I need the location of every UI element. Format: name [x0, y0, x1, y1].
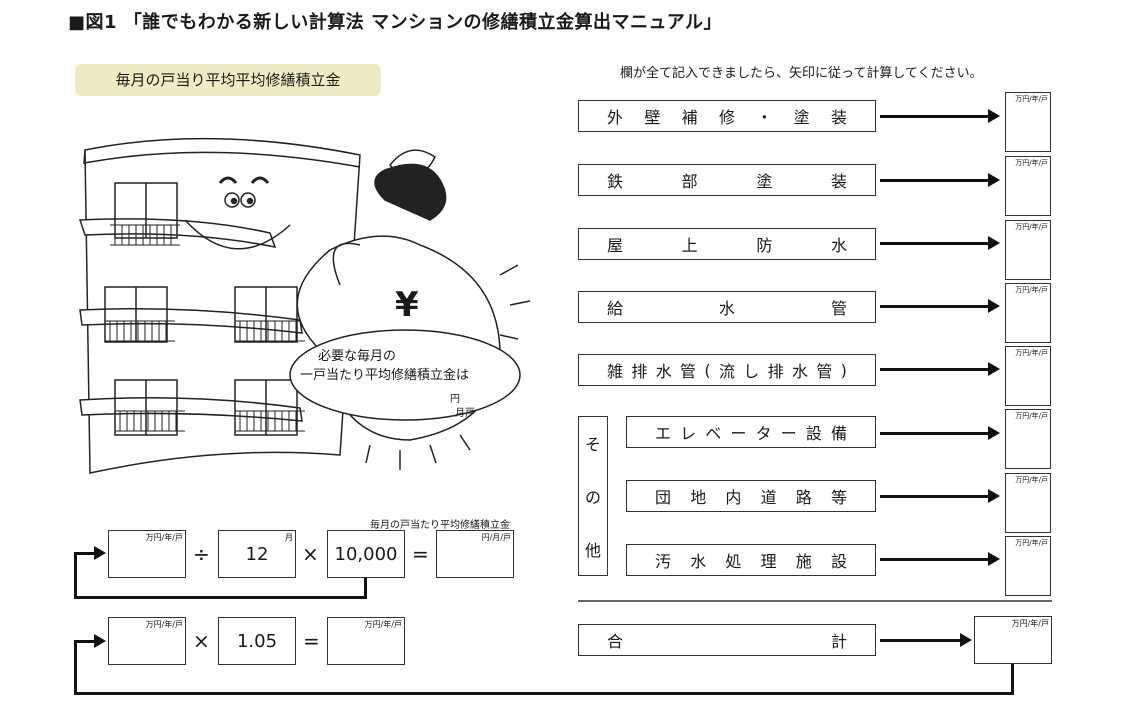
bubble-line-1: 必要な毎月の	[318, 349, 397, 364]
bubble-line-2: 一戸当たり平均修繕積立金は	[300, 368, 470, 383]
monthly-result-box[interactable]: 円/月/戸	[436, 530, 514, 578]
arrow-1	[880, 109, 1000, 123]
arrow-7	[880, 489, 1000, 503]
result-box-elevator[interactable]: 万円/年/戸	[1005, 409, 1051, 469]
result-box-sewage[interactable]: 万円/年/戸	[1005, 536, 1051, 596]
item-roof-waterproofing: 屋上防水	[578, 228, 876, 260]
flow-line-a	[364, 578, 367, 598]
divider	[578, 600, 1052, 602]
bubble-unit-top: 円	[450, 394, 460, 405]
other-group-label: その他	[578, 416, 608, 576]
arrow-3	[880, 236, 1000, 250]
building-illustration	[78, 137, 530, 474]
section-subtitle: 毎月の戸当り平均平均修繕積立金	[75, 64, 381, 96]
equals-operator-2: =	[303, 629, 320, 653]
result-box-water-supply[interactable]: 万円/年/戸	[1005, 283, 1051, 343]
instruction-text: 欄が全て記入できましたら、矢印に従って計算してください。	[620, 66, 983, 81]
arrow-total	[880, 633, 972, 647]
bubble-unit-bottom: 月戸	[455, 408, 475, 419]
flow-line-e	[74, 692, 1014, 695]
flow-line-f	[74, 640, 77, 695]
divide-operator: ÷	[193, 542, 210, 566]
item-sewage-facility: 汚水処理施設	[626, 544, 876, 576]
flow-arrow-row1	[74, 546, 106, 560]
item-steel-painting: 鉄部塗装	[578, 164, 876, 196]
result-box-steel-painting[interactable]: 万円/年/戸	[1005, 156, 1051, 216]
figure-title: ■図1 「誰でもわかる新しい計算法 マンションの修繕積立金算出マニュアル」	[68, 12, 723, 33]
result-box-total[interactable]: 万円/年/戸	[974, 616, 1052, 664]
result-box-exterior-wall[interactable]: 万円/年/戸	[1005, 92, 1051, 152]
equals-operator: =	[412, 542, 429, 566]
item-water-supply: 給水管	[578, 291, 876, 323]
monthly-result-label: 毎月の戸当たり平均修繕積立金	[370, 520, 510, 531]
yen-symbol: ¥	[395, 285, 419, 325]
flow-line-b	[74, 596, 367, 599]
multiplier-box: 10,000	[327, 530, 405, 578]
flow-line-d	[1011, 664, 1014, 694]
item-exterior-wall: 外壁補修・塗装	[578, 100, 876, 132]
flow-arrow-row2	[74, 634, 106, 648]
item-total: 合計	[578, 624, 876, 656]
arrow-8	[880, 552, 1000, 566]
arrow-4	[880, 299, 1000, 313]
multiply-operator: ×	[302, 542, 319, 566]
multiply-operator-2: ×	[193, 629, 210, 653]
arrow-5	[880, 362, 1000, 376]
factor-box: 1.05	[218, 617, 296, 665]
item-estate-roads: 団地内道路等	[626, 480, 876, 512]
arrow-6	[880, 426, 1000, 440]
calc-annual-box[interactable]: 万円/年/戸	[108, 530, 186, 578]
result-box-roof[interactable]: 万円/年/戸	[1005, 220, 1051, 280]
item-drain-pipe: 雑排水管(流し排水管)	[578, 354, 876, 386]
arrow-2	[880, 173, 1000, 187]
flow-line-c	[74, 552, 77, 598]
item-elevator: エレベーター設備	[626, 416, 876, 448]
adjusted-result-box[interactable]: 万円/年/戸	[327, 617, 405, 665]
calc-total-box[interactable]: 万円/年/戸	[108, 617, 186, 665]
result-box-drain-pipe[interactable]: 万円/年/戸	[1005, 346, 1051, 406]
result-box-estate-roads[interactable]: 万円/年/戸	[1005, 473, 1051, 533]
